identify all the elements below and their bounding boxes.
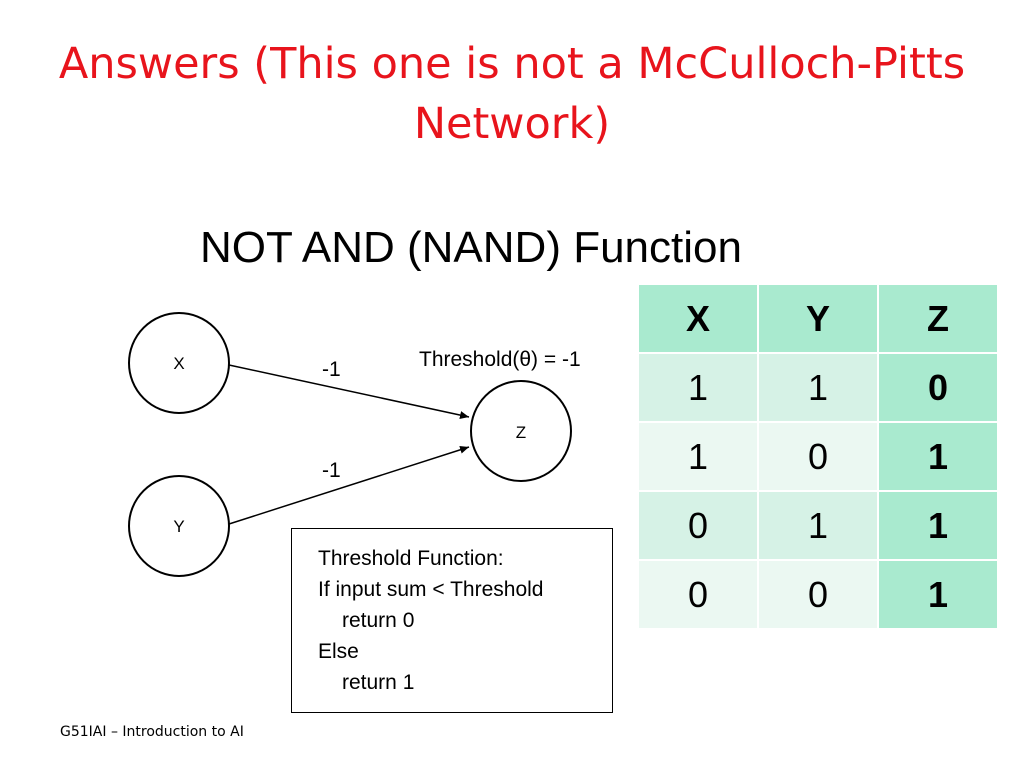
header-x: X: [637, 283, 759, 354]
table-row: 0 0 1: [637, 559, 999, 630]
table-row: 0 1 1: [637, 490, 999, 561]
slide-title: Answers (This one is not a McCulloch-Pit…: [58, 39, 966, 149]
network-diagram: X Y Z -1 -1 Threshold(θ) = -1: [128, 312, 581, 577]
node-z-circle: [470, 380, 572, 482]
weight-x-label: -1: [322, 358, 341, 381]
cell-z: 1: [877, 490, 999, 561]
node-z-label: Z: [516, 423, 526, 442]
node-x-label: X: [173, 354, 184, 373]
node-y-label: Y: [173, 517, 184, 536]
cell-z: 0: [877, 352, 999, 423]
threshold-function-line: If input sum < Threshold: [318, 578, 544, 601]
cell-z: 1: [877, 421, 999, 492]
edge-y-to-z: [228, 445, 470, 525]
cell-x: 0: [637, 559, 759, 630]
cell-y: 1: [757, 352, 879, 423]
footer-text: G51IAI – Introduction to AI: [60, 724, 244, 740]
truth-table: X Y Z 1 1 0 1 0 1 0 1 1 0 0 1: [637, 283, 999, 630]
cell-z: 1: [877, 559, 999, 630]
cell-x: 1: [637, 352, 759, 423]
cell-y: 0: [757, 559, 879, 630]
header-y: Y: [757, 283, 879, 354]
threshold-function-line: Threshold Function:: [318, 547, 504, 570]
table-row: 1 0 1: [637, 421, 999, 492]
threshold-function-line: return 1: [342, 671, 415, 694]
cell-y: 0: [757, 421, 879, 492]
weight-y-label: -1: [322, 459, 341, 482]
table-row: 1 1 0: [637, 352, 999, 423]
truth-table-header-row: X Y Z: [637, 283, 999, 354]
threshold-function-line: Else: [318, 640, 359, 663]
cell-x: 1: [637, 421, 759, 492]
threshold-function-box: Threshold Function: If input sum < Thres…: [291, 528, 613, 713]
cell-x: 0: [637, 490, 759, 561]
threshold-function-line: return 0: [342, 609, 415, 632]
node-y-circle: [128, 475, 230, 577]
slide-subtitle: NOT AND (NAND) Function: [200, 223, 742, 272]
edge-x-to-z: [228, 364, 470, 420]
header-z: Z: [877, 283, 999, 354]
node-x-circle: [128, 312, 230, 414]
threshold-label: Threshold(θ) = -1: [419, 348, 581, 371]
cell-y: 1: [757, 490, 879, 561]
